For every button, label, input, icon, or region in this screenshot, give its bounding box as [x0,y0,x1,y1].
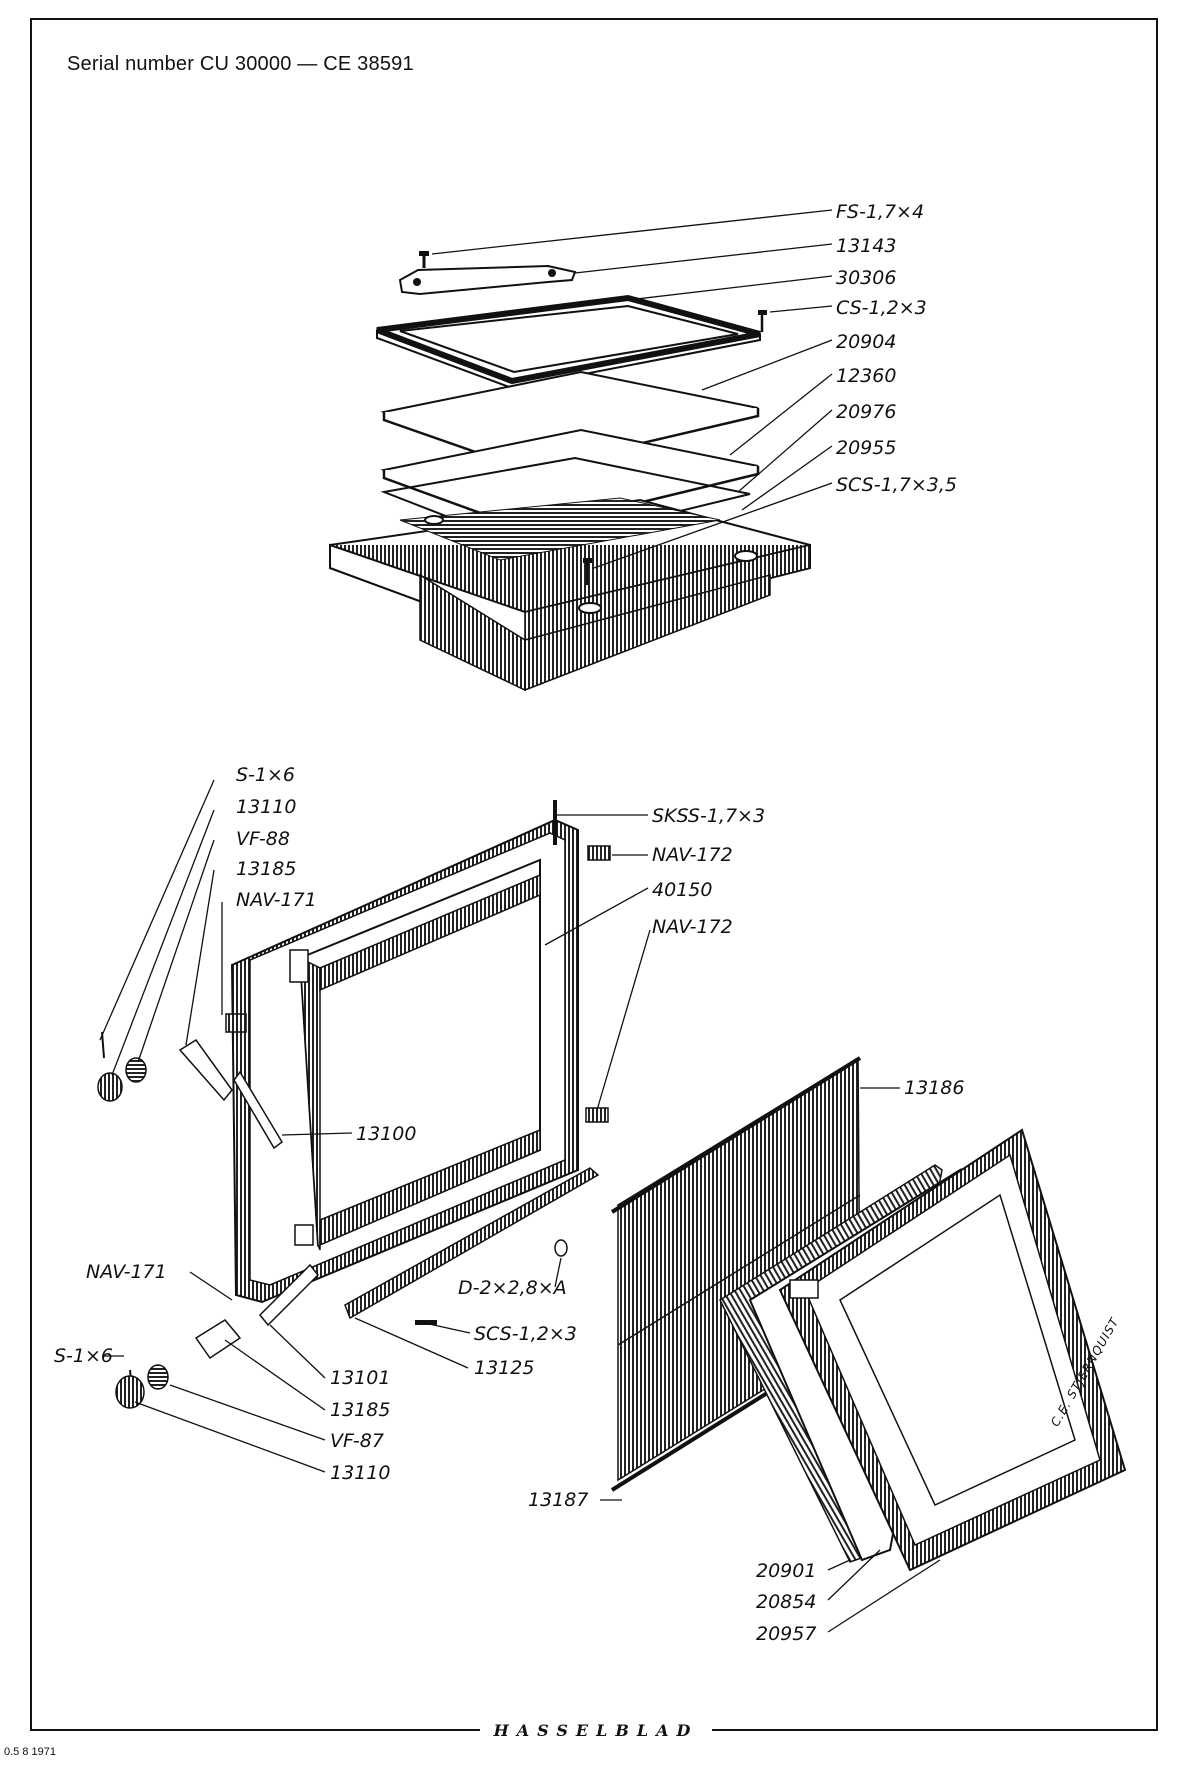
label-s-1x6-bottom: S-1×6 [54,1345,113,1367]
label-13187: 13187 [528,1489,588,1511]
label-20904: 20904 [836,331,896,353]
label-13143: 13143 [836,235,896,257]
leader-lines-lower [99,779,941,1633]
label-20901: 20901 [756,1560,816,1582]
print-code: 0.5 8 1971 [4,1746,56,1758]
label-nav-172-top: NAV-172 [652,844,733,866]
label-12360: 12360 [836,365,896,387]
label-13101: 13101 [330,1367,390,1389]
label-13100: 13100 [356,1123,416,1145]
label-13185-bottom: 13185 [330,1399,390,1421]
viewfinder-frame-20957 [778,1128,1127,1572]
brand-footer: HASSELBLAD [480,1718,712,1744]
label-13125: 13125 [474,1357,534,1379]
serial-number-heading: Serial number CU 30000 — CE 38591 [67,53,414,75]
label-vf-88: VF-88 [236,828,290,850]
label-s-1x6-top: S-1×6 [236,764,295,786]
label-cs-1-2x3: CS-1,2×3 [836,297,927,319]
frame-30306 [375,294,761,390]
screw-cs [758,310,767,332]
label-vf-87: VF-87 [330,1430,384,1452]
label-nav-171-top: NAV-171 [236,889,317,911]
nut-nav-172-mid [585,1107,609,1123]
label-d-2x2-8xa: D-2×2,8×A [458,1277,567,1299]
bracket-13143 [398,264,577,296]
label-13110-top: 13110 [236,796,296,818]
leader-lines-top [431,209,833,569]
label-scs-1-2x3: SCS-1,2×3 [474,1323,577,1345]
upper-knob-assembly [97,1031,283,1150]
label-nav-171-bottom: NAV-171 [86,1261,167,1283]
label-20957: 20957 [756,1623,816,1645]
label-skss-1-7x3: SKSS-1,7×3 [652,805,765,827]
label-13185-top: 13185 [236,858,296,880]
bar-13125 [344,1167,600,1325]
nut-nav-172-top [587,845,611,861]
label-40150: 40150 [652,879,712,901]
nut-nav-171-top [225,1013,247,1033]
base-plate-20955 [329,497,811,692]
label-nav-172-mid: NAV-172 [652,916,733,938]
label-20854: 20854 [756,1591,816,1613]
label-fs-1-7x4: FS-1,7×4 [836,201,924,223]
label-scs-1-7x3-5: SCS-1,7×3,5 [836,474,957,496]
label-30306: 30306 [836,267,896,289]
label-13110-bottom: 13110 [330,1462,390,1484]
label-20976: 20976 [836,401,896,423]
label-13186: 13186 [904,1077,964,1099]
main-frame-40150 [230,800,579,1304]
lower-knob-assembly [115,1263,320,1409]
screw-fs [419,251,429,268]
top-assembly [329,251,811,692]
label-20955: 20955 [836,437,896,459]
screw-scs-top [583,558,592,585]
part-labels: FS-1,7×4 13143 30306 CS-1,2×3 20904 1236… [54,201,964,1645]
